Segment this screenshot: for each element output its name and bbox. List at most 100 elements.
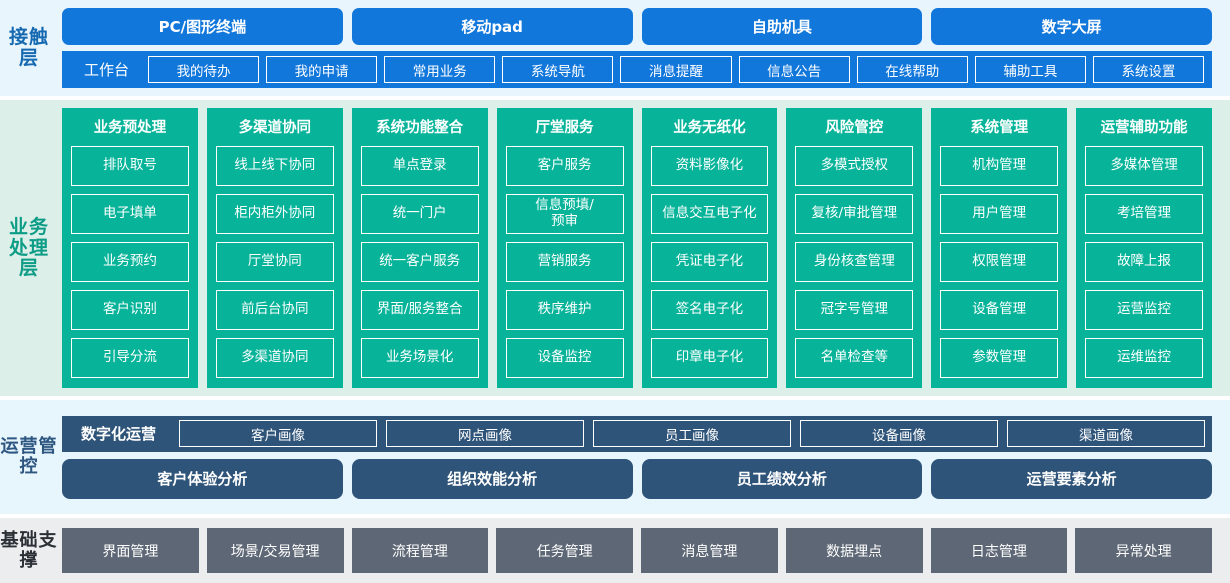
business-item[interactable]: 线上线下协同 — [215, 146, 334, 186]
business-layer-body: 业务预处理 排队取号 电子填单 业务预约 客户识别 引导分流 多渠道协同 线上线… — [58, 100, 1230, 396]
business-item[interactable]: 营销服务 — [505, 242, 624, 282]
analysis-employee-performance[interactable]: 员工绩效分析 — [641, 458, 923, 499]
business-item[interactable]: 考培管理 — [1085, 194, 1203, 234]
business-item[interactable]: 冠字号管理 — [795, 290, 914, 330]
workbench-item-online-help[interactable]: 在线帮助 — [856, 56, 968, 83]
workbench-item-common-business[interactable]: 常用业务 — [384, 56, 496, 83]
business-item[interactable]: 故障上报 — [1085, 242, 1203, 282]
business-column-items: 资料影像化 信息交互电子化 凭证电子化 签名电子化 印章电子化 — [650, 146, 769, 378]
business-item[interactable]: 权限管理 — [940, 242, 1059, 282]
business-item[interactable]: 设备监控 — [505, 338, 624, 378]
operations-analysis-row: 客户体验分析 组织效能分析 员工绩效分析 运营要素分析 — [62, 458, 1212, 499]
business-column-title: 系统管理 — [970, 120, 1029, 136]
workbench-item-settings[interactable]: 系统设置 — [1092, 56, 1204, 83]
business-column-title: 业务无纸化 — [673, 120, 746, 136]
business-column-title: 风险管控 — [825, 120, 884, 136]
business-item[interactable]: 统一门户 — [360, 194, 479, 234]
business-item[interactable]: 业务预约 — [71, 242, 189, 282]
business-item[interactable]: 资料影像化 — [650, 146, 769, 186]
foundation-item-message-management[interactable]: 消息管理 — [641, 528, 778, 573]
channel-pc[interactable]: PC/图形终端 — [62, 8, 343, 45]
business-item[interactable]: 身份核查管理 — [795, 242, 914, 282]
analysis-customer-experience[interactable]: 客户体验分析 — [62, 458, 343, 499]
operations-layer-body: 数字化运营 客户画像 网点画像 员工画像 设备画像 渠道画像 客户体验分析 组织… — [58, 400, 1230, 514]
portrait-channel[interactable]: 渠道画像 — [1007, 420, 1206, 447]
business-item[interactable]: 机构管理 — [940, 146, 1059, 186]
business-column-operation-support: 运营辅助功能 多媒体管理 考培管理 故障上报 运营监控 运维监控 — [1076, 108, 1212, 388]
workbench-item-todo[interactable]: 我的待办 — [148, 56, 260, 83]
business-item[interactable]: 凭证电子化 — [650, 242, 769, 282]
portrait-device[interactable]: 设备画像 — [800, 420, 999, 447]
business-item[interactable]: 复核/审批管理 — [795, 194, 914, 234]
channel-digital-screen[interactable]: 数字大屏 — [931, 8, 1212, 45]
operations-layer: 运营管控 数字化运营 客户画像 网点画像 员工画像 设备画像 渠道画像 客户体验… — [0, 400, 1230, 514]
business-column-items: 客户服务 信息预填/ 预审 营销服务 秩序维护 设备监控 — [505, 146, 624, 378]
portrait-customer[interactable]: 客户画像 — [179, 420, 378, 447]
business-item[interactable]: 前后台协同 — [215, 290, 334, 330]
business-column-multichannel: 多渠道协同 线上线下协同 柜内柜外协同 厅堂协同 前后台协同 多渠道协同 — [206, 108, 343, 388]
business-layer-label: 业务处理层 — [8, 215, 49, 280]
business-layer: 业务处理层 业务预处理 排队取号 电子填单 业务预约 客户识别 引导分流 多渠道… — [0, 100, 1230, 396]
operations-layer-label: 运营管控 — [0, 436, 58, 477]
workbench-item-system-nav[interactable]: 系统导航 — [502, 56, 614, 83]
workbench-item-message-alert[interactable]: 消息提醒 — [620, 56, 732, 83]
portrait-employee[interactable]: 员工画像 — [593, 420, 792, 447]
business-item[interactable]: 印章电子化 — [650, 338, 769, 378]
analysis-operation-elements[interactable]: 运营要素分析 — [931, 458, 1212, 499]
business-columns: 业务预处理 排队取号 电子填单 业务预约 客户识别 引导分流 多渠道协同 线上线… — [58, 100, 1230, 396]
workbench-item-announcements[interactable]: 信息公告 — [738, 56, 850, 83]
workbench-title: 工作台 — [84, 61, 130, 79]
business-column-items: 线上线下协同 柜内柜外协同 厅堂协同 前后台协同 多渠道协同 — [215, 146, 334, 378]
business-item[interactable]: 客户识别 — [71, 290, 189, 330]
foundation-item-scene-transaction[interactable]: 场景/交易管理 — [206, 528, 344, 573]
business-item[interactable]: 排队取号 — [71, 146, 189, 186]
business-item[interactable]: 单点登录 — [360, 146, 479, 186]
digital-operations-bar: 数字化运营 客户画像 网点画像 员工画像 设备画像 渠道画像 — [62, 415, 1212, 452]
business-item[interactable]: 秩序维护 — [505, 290, 624, 330]
business-column-title: 业务预处理 — [93, 120, 167, 136]
business-item[interactable]: 多媒体管理 — [1085, 146, 1203, 186]
business-column-title: 运营辅助功能 — [1100, 120, 1188, 136]
business-item[interactable]: 柜内柜外协同 — [215, 194, 334, 234]
business-item[interactable]: 界面/服务整合 — [360, 290, 479, 330]
foundation-layer: 基础支撑 界面管理 场景/交易管理 流程管理 任务管理 消息管理 数据埋点 日志… — [0, 518, 1230, 583]
business-item[interactable]: 客户服务 — [505, 146, 624, 186]
business-column-system-integration: 系统功能整合 单点登录 统一门户 统一客户服务 界面/服务整合 业务场景化 — [351, 108, 488, 388]
business-column-title: 多渠道协同 — [238, 120, 312, 136]
business-item[interactable]: 名单检查等 — [795, 338, 914, 378]
business-column-items: 排队取号 电子填单 业务预约 客户识别 引导分流 — [71, 146, 189, 378]
contact-layer-label: 接触层 — [8, 26, 49, 69]
foundation-item-ui-management[interactable]: 界面管理 — [62, 528, 199, 573]
foundation-item-data-tracking[interactable]: 数据埋点 — [785, 528, 923, 573]
business-column-items: 单点登录 统一门户 统一客户服务 界面/服务整合 业务场景化 — [360, 146, 479, 378]
channel-mobile-pad[interactable]: 移动pad — [351, 8, 633, 45]
business-item[interactable]: 签名电子化 — [650, 290, 769, 330]
foundation-item-task-management[interactable]: 任务管理 — [496, 528, 633, 573]
business-item[interactable]: 参数管理 — [940, 338, 1059, 378]
business-column-items: 多模式授权 复核/审批管理 身份核查管理 冠字号管理 名单检查等 — [795, 146, 914, 378]
foundation-item-process-management[interactable]: 流程管理 — [351, 528, 489, 573]
analysis-organization-efficiency[interactable]: 组织效能分析 — [351, 458, 633, 499]
channel-self-service[interactable]: 自助机具 — [641, 8, 923, 45]
business-item[interactable]: 厅堂协同 — [215, 242, 334, 282]
business-item[interactable]: 运维监控 — [1085, 338, 1203, 378]
business-item[interactable]: 信息交互电子化 — [650, 194, 769, 234]
business-item[interactable]: 运营监控 — [1085, 290, 1203, 330]
business-item[interactable]: 设备管理 — [940, 290, 1059, 330]
business-column-paperless: 业务无纸化 资料影像化 信息交互电子化 凭证电子化 签名电子化 印章电子化 — [641, 108, 778, 388]
foundation-item-log-management[interactable]: 日志管理 — [930, 528, 1068, 573]
business-item[interactable]: 信息预填/ 预审 — [505, 194, 624, 234]
contact-layer-body: PC/图形终端 移动pad 自助机具 数字大屏 工作台 我的待办 我的申请 常用… — [58, 0, 1230, 96]
portrait-branch[interactable]: 网点画像 — [386, 420, 585, 447]
foundation-row: 界面管理 场景/交易管理 流程管理 任务管理 消息管理 数据埋点 日志管理 异常… — [58, 528, 1230, 573]
business-item[interactable]: 业务场景化 — [360, 338, 479, 378]
workbench-item-applications[interactable]: 我的申请 — [266, 56, 378, 83]
business-item[interactable]: 多模式授权 — [795, 146, 914, 186]
business-item[interactable]: 用户管理 — [940, 194, 1059, 234]
business-item[interactable]: 统一客户服务 — [360, 242, 479, 282]
business-item[interactable]: 引导分流 — [71, 338, 189, 378]
workbench-item-tools[interactable]: 辅助工具 — [974, 56, 1086, 83]
business-item[interactable]: 电子填单 — [71, 194, 189, 234]
foundation-item-exception-handling[interactable]: 异常处理 — [1075, 528, 1212, 573]
business-item[interactable]: 多渠道协同 — [215, 338, 334, 378]
